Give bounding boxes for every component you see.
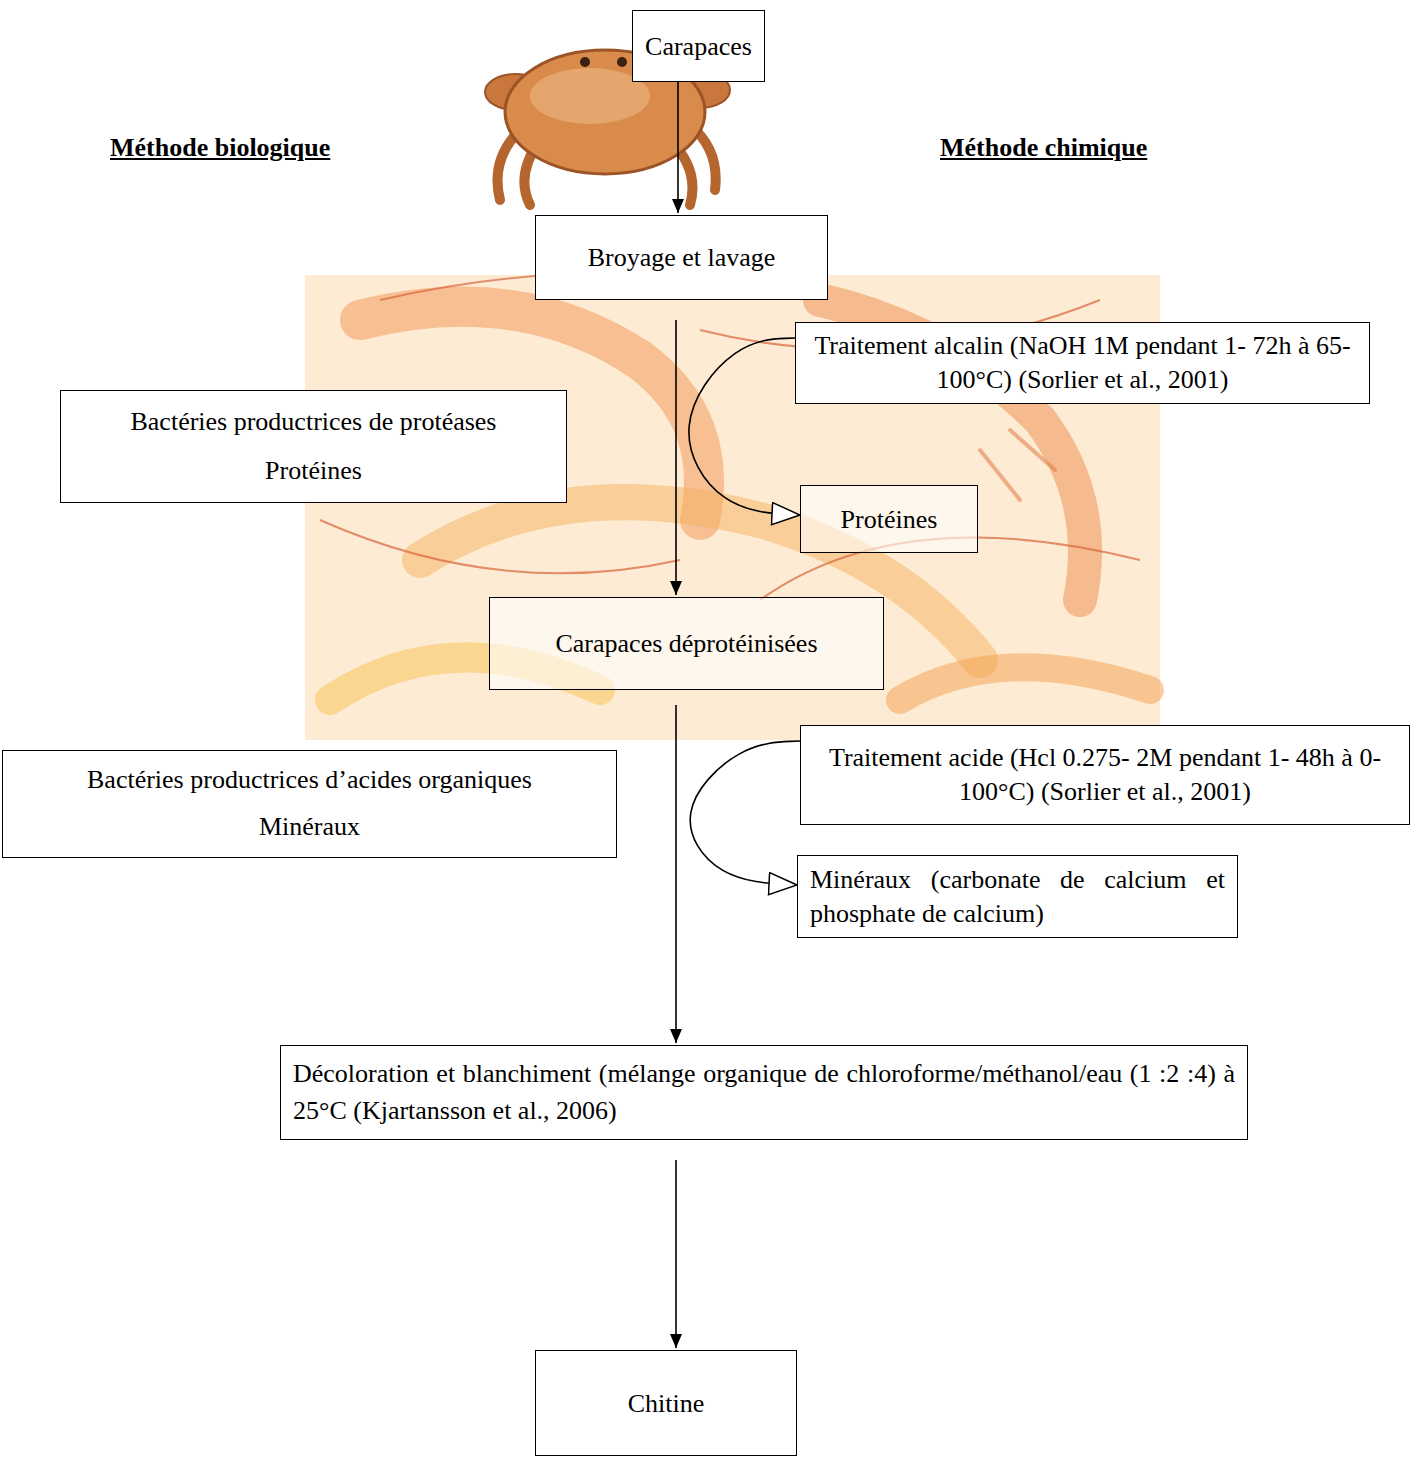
crab-eye — [580, 57, 590, 67]
process-box: Carapaces déprotéinisées — [489, 597, 884, 690]
box-text: Décoloration et blanchiment (mélange org… — [293, 1056, 1235, 1129]
box-text: Bactéries productrices d’acides organiqu… — [15, 757, 604, 804]
flow-arrow — [675, 705, 677, 1043]
treatment-box: Traitement alcalin (NaOH 1M pendant 1- 7… — [795, 322, 1370, 404]
box-text: Bactéries productrices de protéases — [73, 397, 554, 446]
product-box: Minéraux (carbonate de calcium et phosph… — [797, 855, 1238, 938]
crab-eye — [617, 57, 627, 67]
box-text: Protéines — [73, 446, 554, 495]
flow-arrow — [675, 320, 677, 595]
flow-arrow — [677, 82, 679, 213]
method-box: Bactéries productrices de protéasesProté… — [60, 390, 567, 503]
method-label: Méthode chimique — [940, 133, 1147, 163]
method-box: Bactéries productrices d’acides organiqu… — [2, 750, 617, 858]
result-box: Chitine — [535, 1350, 797, 1456]
shrimp-body — [900, 667, 1150, 700]
process-box: Broyage et lavage — [535, 215, 828, 300]
box-text: Minéraux — [15, 804, 604, 851]
box-text: Traitement acide (Hcl 0.275- 2M pendant … — [813, 741, 1397, 809]
flow-arrow — [690, 741, 800, 885]
shrimp-antenna — [320, 520, 680, 573]
flow-arrow — [689, 338, 800, 515]
box-text: Carapaces — [645, 27, 752, 66]
product-box: Protéines — [800, 485, 978, 553]
method-label: Méthode biologique — [110, 133, 330, 163]
box-text: Carapaces déprotéinisées — [502, 624, 871, 663]
box-text: Protéines — [813, 500, 965, 539]
flow-arrow — [675, 1160, 677, 1348]
box-text: Minéraux (carbonate de calcium et phosph… — [810, 863, 1225, 931]
box-text: Traitement alcalin (NaOH 1M pendant 1- 7… — [808, 329, 1357, 397]
box-text: Chitine — [548, 1384, 784, 1423]
treatment-box: Traitement acide (Hcl 0.275- 2M pendant … — [800, 725, 1410, 825]
process-box: Décoloration et blanchiment (mélange org… — [280, 1045, 1248, 1140]
box-text: Broyage et lavage — [548, 238, 815, 277]
process-box: Carapaces — [632, 10, 765, 82]
